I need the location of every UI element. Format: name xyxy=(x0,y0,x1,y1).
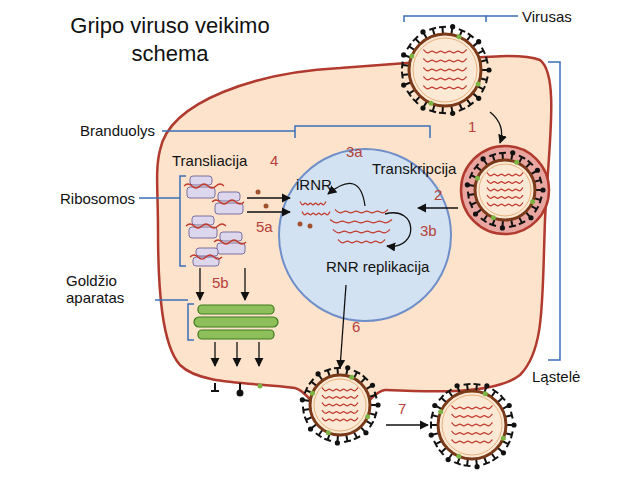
membrane-proteins xyxy=(211,383,263,396)
callout-number: 1 xyxy=(468,118,476,135)
part-label: Branduolys xyxy=(80,122,155,139)
process-label: RNR replikacija xyxy=(326,258,429,275)
rna-segments xyxy=(256,190,393,243)
process-label: Transkripcija xyxy=(372,160,456,177)
callout-number: 3b xyxy=(420,222,437,239)
golgi-apparatus xyxy=(194,305,278,339)
callout-number: 2 xyxy=(434,186,442,203)
virus-particle xyxy=(429,383,517,469)
label-brackets xyxy=(139,16,560,360)
process-label: Transliacija xyxy=(172,152,247,169)
endosome xyxy=(461,146,549,234)
callout-number: 7 xyxy=(398,400,406,417)
callout-number: 4 xyxy=(270,152,278,169)
ribosomes xyxy=(187,176,245,266)
diagram-title: Gripo viruso veikimo schema xyxy=(50,12,290,68)
callout-number: 5a xyxy=(256,218,273,235)
callout-number: 6 xyxy=(352,318,360,335)
virus-particle xyxy=(465,150,546,230)
callout-number: 3a xyxy=(346,143,363,160)
virus-particle xyxy=(401,24,492,116)
virus-particles xyxy=(300,24,546,469)
cell-body xyxy=(157,56,551,410)
part-label: Ląstelė xyxy=(532,368,580,385)
part-label: Ribosomos xyxy=(60,190,135,207)
part-label: Virusas xyxy=(522,8,572,25)
part-label: Goldžio aparatas xyxy=(66,272,150,306)
virus-particle xyxy=(300,365,381,445)
callout-number: 5b xyxy=(212,274,229,291)
mrna-strands xyxy=(184,184,246,259)
part-label: iRNR xyxy=(296,176,332,193)
